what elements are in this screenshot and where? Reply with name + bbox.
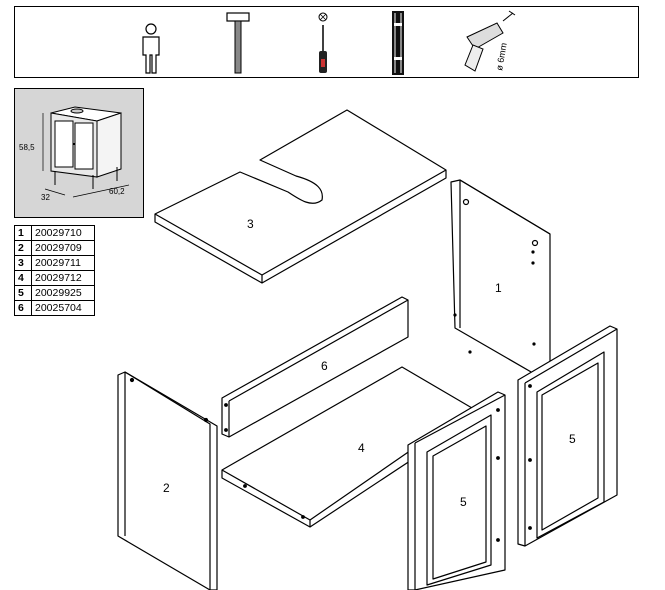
panel-2-left-side bbox=[117, 371, 218, 590]
screwdriver-icon bbox=[318, 12, 328, 73]
part-label-5-front: 5 bbox=[460, 495, 467, 509]
part-code: 20029710 bbox=[31, 225, 95, 241]
depth-dimension: 32 bbox=[41, 193, 50, 202]
tools-bar: ø 6mm bbox=[14, 6, 639, 78]
drill-icon bbox=[464, 10, 516, 72]
clamp-icon bbox=[392, 11, 404, 75]
height-dimension: 58,5 bbox=[19, 143, 35, 152]
part-label-1: 1 bbox=[495, 281, 502, 295]
hammer-icon bbox=[226, 12, 250, 74]
assembled-preview: 58,5 32 60,2 bbox=[14, 88, 144, 218]
panel-1-right-side bbox=[450, 179, 551, 381]
tools-icons: ø 6mm bbox=[142, 10, 516, 75]
drill-size-label: ø 6mm bbox=[494, 42, 509, 71]
part-label-5-rear: 5 bbox=[569, 432, 576, 446]
part-label-4: 4 bbox=[358, 441, 365, 455]
width-dimension: 60,2 bbox=[109, 187, 125, 196]
part-label-6: 6 bbox=[321, 359, 328, 373]
cabinet-illustration bbox=[42, 106, 130, 198]
part-code: 20029925 bbox=[31, 285, 95, 301]
panel-5-door-rear bbox=[517, 325, 618, 547]
part-code: 20029711 bbox=[31, 255, 95, 271]
person-icon bbox=[142, 23, 160, 74]
part-code: 20025704 bbox=[31, 300, 95, 316]
panel-6-rail bbox=[221, 296, 409, 438]
part-label-2: 2 bbox=[163, 481, 170, 495]
part-label-3: 3 bbox=[247, 217, 254, 231]
panel-3-top bbox=[154, 109, 447, 284]
panel-5-door-front bbox=[407, 391, 506, 590]
